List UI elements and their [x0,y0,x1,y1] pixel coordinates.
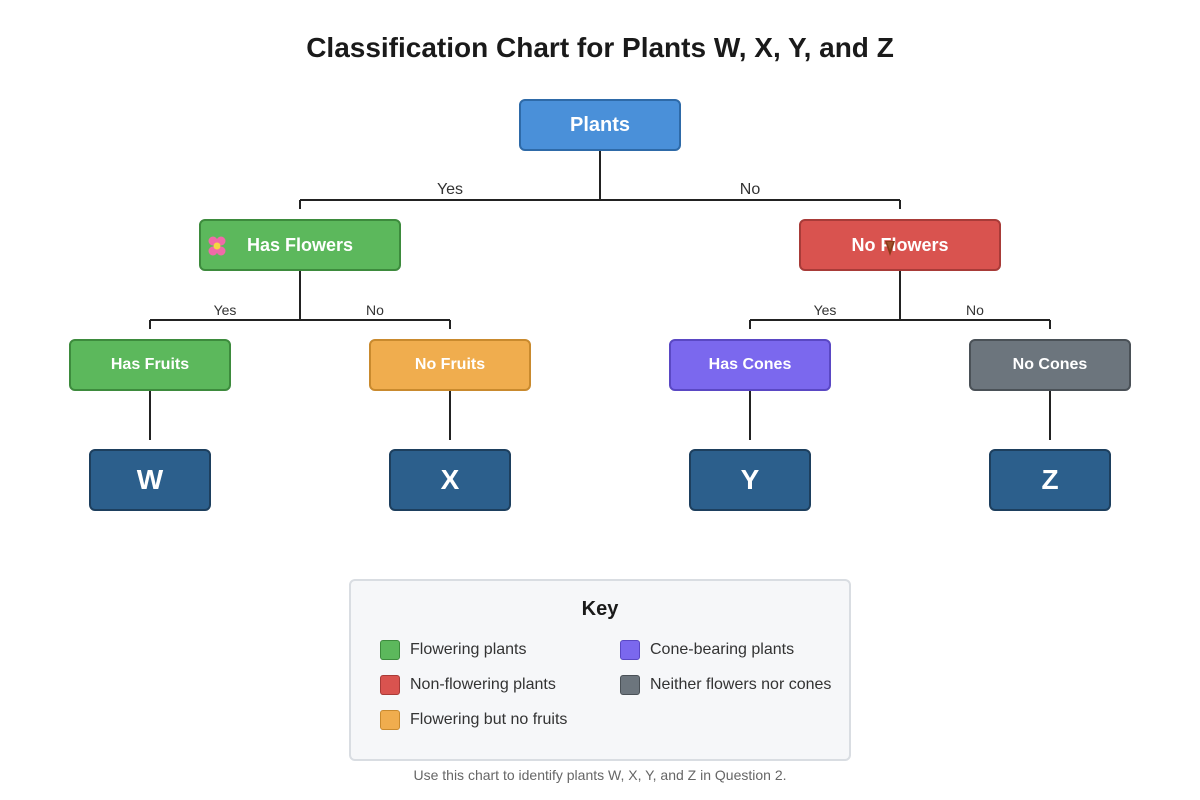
node-has-fruits-label: Has Fruits [110,356,190,373]
legend-item-label: Non-flowering plants [410,676,556,693]
node-has-cones-label: Has Cones [708,356,792,373]
edge-label-yes: Yes [213,302,237,318]
legend-swatch [380,675,400,695]
flower-icon [208,236,226,256]
edge-label-no: No [739,181,761,198]
legend-item-label: Flowering plants [410,641,527,658]
node-plant-y-label: Y [740,464,760,495]
legend-item-label: Neither flowers nor cones [650,676,832,693]
node-no-cones: No Cones [969,339,1131,391]
legend-title: Key [581,598,619,620]
legend-item-flowering: Flowering plants [380,640,527,660]
edge-label-yes: Yes [436,181,464,198]
node-has-flowers: Has Flowers [199,219,401,271]
node-plant-w-label: W [136,464,164,495]
node-plant-z: Z [989,449,1111,511]
chart-caption: Use this chart to identify plants W, X, … [413,767,787,783]
node-plants-label: Plants [569,113,631,136]
legend-swatch [620,640,640,660]
node-no-flowers: No Flowers [799,219,1001,271]
legend-box: Key Flowering plants Cone-bearing plants… [349,579,851,761]
node-has-fruits: Has Fruits [69,339,231,391]
legend-item-no-fruits: Flowering but no fruits [380,710,567,730]
edge-label-no: No [366,302,384,318]
legend-item-label: Flowering but no fruits [410,711,568,728]
node-plant-z-label: Z [1041,464,1059,495]
node-plant-y: Y [689,449,811,511]
node-plants: Plants [519,99,681,151]
node-plant-w: W [89,449,211,511]
legend-swatch [380,710,400,730]
legend-item-non-flowering: Non-flowering plants [380,675,556,695]
chart-title: Classification Chart for Plants W, X, Y,… [306,32,894,63]
edge-label-no: No [966,302,984,318]
legend-item-label: Cone-bearing plants [650,641,795,658]
node-plant-x-label: X [440,464,460,495]
edge-label-yes: Yes [813,302,837,318]
node-plant-x: X [389,449,511,511]
cone-icon [885,241,895,256]
node-no-fruits-label: No Fruits [414,356,486,373]
legend-item-cone-bearing: Cone-bearing plants [620,640,794,660]
node-no-cones-label: No Cones [1012,356,1088,373]
legend-swatch [620,675,640,695]
legend-swatch [380,640,400,660]
node-has-flowers-label: Has Flowers [246,234,354,255]
node-no-flowers-label: No Flowers [851,234,949,255]
node-no-fruits: No Fruits [369,339,531,391]
node-has-cones: Has Cones [669,339,831,391]
legend-item-neither: Neither flowers nor cones [620,675,831,695]
